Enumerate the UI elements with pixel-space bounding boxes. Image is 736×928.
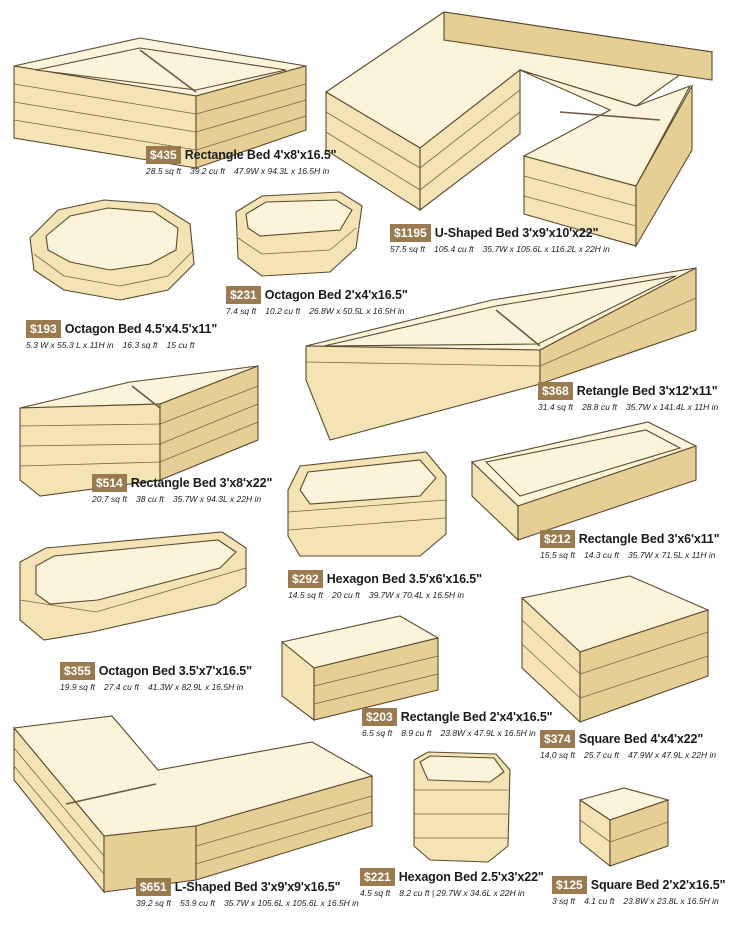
- price-badge: $193: [26, 320, 61, 338]
- price-badge: $514: [92, 474, 127, 492]
- rectangle-bed-2x4-drawing: [280, 615, 440, 722]
- bed-title: Rectangle Bed 4'x8'x16.5": [184, 148, 337, 162]
- square-bed-4x4x22-drawing: [520, 575, 710, 724]
- bed-title: Hexagon Bed 3.5'x6'x16.5": [326, 572, 482, 586]
- bed-title: Retangle Bed 3'x12'x11": [576, 384, 718, 398]
- bed-title: Octagon Bed 4.5'x4.5'x11": [64, 322, 218, 336]
- price-badge: $125: [552, 876, 587, 894]
- rectangle-bed-4x8-drawing: [13, 37, 307, 169]
- price-badge: $435: [146, 146, 181, 164]
- rectangle-bed-3x6-drawing: [470, 421, 698, 542]
- price-badge: $368: [538, 382, 573, 400]
- bed-title: Octagon Bed 3.5'x7'x16.5": [98, 664, 252, 678]
- price-badge: $221: [360, 868, 395, 886]
- bed-title: U-Shaped Bed 3'x9'x10'x22": [434, 226, 599, 240]
- price-badge: $212: [540, 530, 575, 548]
- price-badge: $355: [60, 662, 95, 680]
- l-shaped-bed-drawing: [12, 715, 374, 894]
- bed-title: Square Bed 4'x4'x22": [578, 732, 704, 746]
- price-badge: $231: [226, 286, 261, 304]
- hexagon-bed-2-5x3-drawing: [413, 751, 511, 863]
- price-badge: $374: [540, 730, 575, 748]
- square-bed-2x2-drawing: [578, 787, 670, 868]
- price-badge: $292: [288, 570, 323, 588]
- bed-title: Rectangle Bed 2'x4'x16.5": [400, 710, 553, 724]
- octagon-bed-3-5x7-drawing: [19, 531, 247, 641]
- bed-title: Rectangle Bed 3'x8'x22": [130, 476, 273, 490]
- octagon-bed-2x4-drawing: [235, 191, 363, 277]
- bed-title: L-Shaped Bed 3'x9'x9'x16.5": [174, 880, 341, 894]
- price-badge: $203: [362, 708, 397, 726]
- price-badge: $1195: [390, 224, 431, 242]
- hexagon-bed-3-5x6-drawing: [287, 451, 447, 557]
- octagon-bed-4-5-drawing: [29, 199, 195, 301]
- bed-title: Rectangle Bed 3'x6'x11": [578, 532, 720, 546]
- bed-title: Octagon Bed 2'x4'x16.5": [264, 288, 408, 302]
- u-shaped-bed-drawing: [324, 11, 714, 249]
- rectangle-bed-3x12-drawing: [305, 267, 697, 441]
- bed-title: Square Bed 2'x2'x16.5": [590, 878, 726, 892]
- rectangle-bed-3x8x22-drawing: [19, 365, 259, 497]
- price-badge: $651: [136, 878, 171, 896]
- bed-title: Hexagon Bed 2.5'x3'x22": [398, 870, 544, 884]
